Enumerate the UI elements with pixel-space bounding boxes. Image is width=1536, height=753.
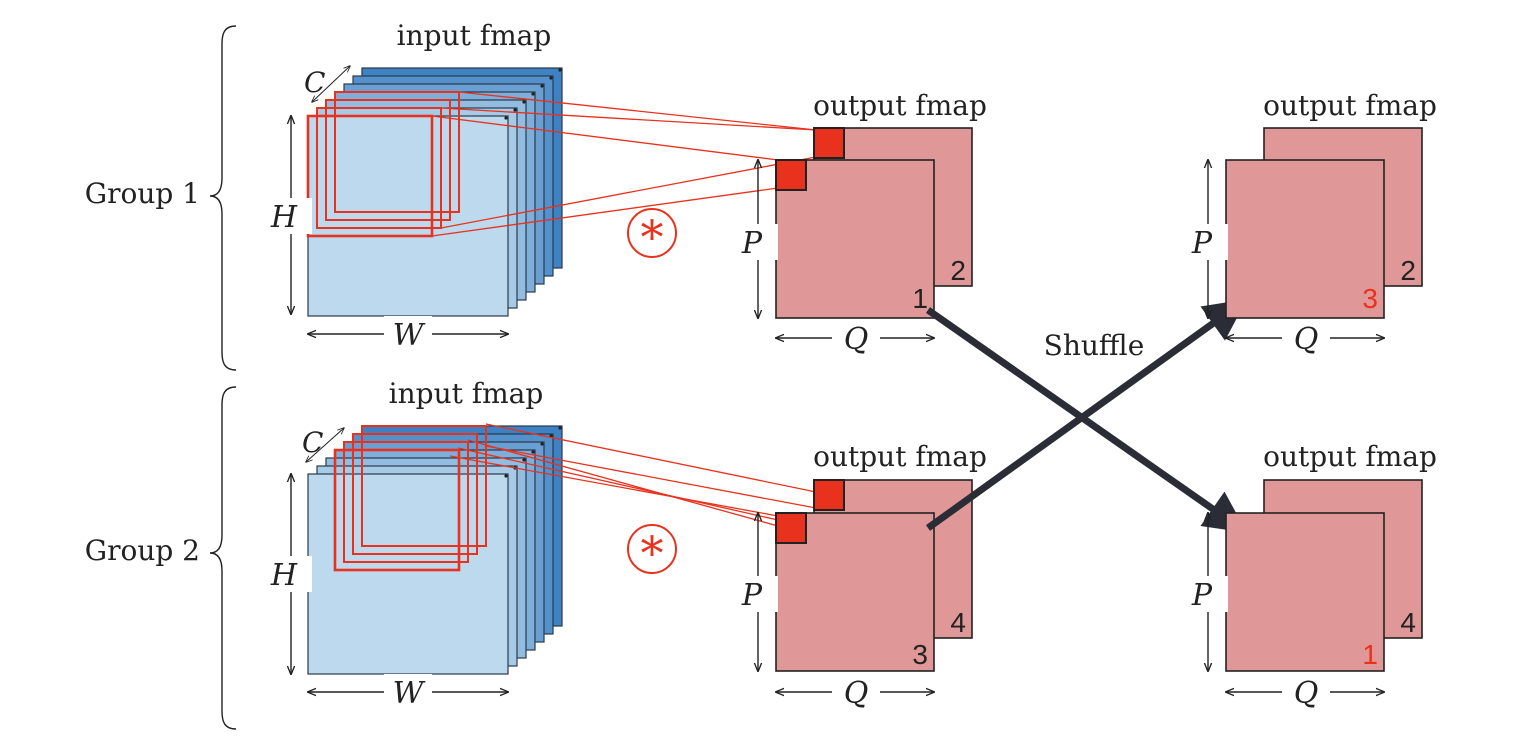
shuffled-output-bottom: output fmap 4 1 P Q <box>1188 440 1437 711</box>
shuffle-arrow-up <box>925 299 1247 531</box>
input-fmap-title: input fmap <box>397 19 552 52</box>
p-dimension-label: P <box>1191 578 1213 613</box>
layer-corner-dot <box>522 458 526 462</box>
output-pixel <box>813 127 845 159</box>
output-channel-4-label: 4 <box>1400 607 1416 638</box>
q-dimension-label: Q <box>1294 676 1319 711</box>
output-channel-1-label: 1 <box>912 283 928 314</box>
output-fmap-title: output fmap <box>1263 89 1437 122</box>
output-pixel <box>775 512 807 544</box>
output-channel-3-label: 3 <box>912 639 928 670</box>
p-dimension-label: P <box>741 226 763 261</box>
c-dimension-arrow <box>312 66 350 102</box>
c-dimension-arrow <box>306 428 344 462</box>
group-2-label: Group 2 <box>85 534 200 567</box>
output-channel-3 <box>1225 159 1385 319</box>
layer-corner-dot <box>558 426 562 430</box>
filter-window <box>325 99 451 221</box>
group-1-label: Group 1 <box>85 177 200 210</box>
layer-corner-dot <box>531 92 535 96</box>
filter-projection-lines <box>449 423 817 527</box>
output-channel-2-label: 2 <box>950 255 966 286</box>
filter-window <box>352 433 478 555</box>
filter-projection-lines <box>431 91 817 237</box>
shuffled-output-top: output fmap 2 3 P Q <box>1188 89 1437 357</box>
q-dimension-label: Q <box>844 322 869 357</box>
p-dimension-label: P <box>1191 226 1213 261</box>
input-fmap-stack <box>307 425 563 675</box>
input-channel-layer <box>307 473 509 675</box>
layer-corner-dot <box>540 84 544 88</box>
output-channel-1 <box>1225 512 1385 672</box>
output-channel-4-label: 4 <box>950 607 966 638</box>
output-fmap-title: output fmap <box>813 89 987 122</box>
convolution-symbol <box>627 524 677 574</box>
filter-window <box>334 91 460 213</box>
layer-corner-dot <box>540 442 544 446</box>
q-dimension-label: Q <box>1294 322 1319 357</box>
output-fmap-title: output fmap <box>1263 440 1437 473</box>
layer-corner-dot <box>513 108 517 112</box>
input-channel-layer <box>307 115 509 317</box>
filter-window <box>333 448 461 572</box>
shuffle-arrows <box>925 299 1247 533</box>
convolution-symbol <box>627 208 677 258</box>
w-dimension-label: W <box>393 318 426 353</box>
output-channel-1-label: 1 <box>1362 639 1378 670</box>
group-1: Group 1 input fmap C H W * output fmap 2 <box>85 19 987 371</box>
group-2: Group 2 input fmap C H W * output fmap 4… <box>85 377 987 730</box>
q-dimension-label: Q <box>844 676 869 711</box>
c-dimension-label: C <box>302 426 323 459</box>
h-dimension-label: H <box>270 200 298 235</box>
output-channel-2-label: 2 <box>1400 255 1416 286</box>
group-1-brace <box>209 25 237 371</box>
group-2-brace <box>209 386 237 730</box>
filter-window <box>361 425 487 547</box>
shuffle-label: Shuffle <box>1044 329 1145 362</box>
h-dimension-label: H <box>270 558 298 593</box>
filter-window <box>343 441 469 563</box>
layer-corner-dot <box>549 76 553 80</box>
p-dimension-label: P <box>741 578 763 613</box>
w-dimension-label: W <box>393 676 426 711</box>
input-fmap-title: input fmap <box>389 377 544 410</box>
convolution-symbol-label: * <box>641 526 664 580</box>
layer-corner-dot <box>522 100 526 104</box>
c-dimension-label: C <box>304 66 325 99</box>
layer-corner-dot <box>531 450 535 454</box>
layer-corner-dot <box>558 68 562 72</box>
output-channel-3-label: 3 <box>1362 283 1378 314</box>
layer-corner-dot <box>504 116 508 120</box>
input-fmap-stack <box>306 67 563 317</box>
output-pixel <box>813 479 845 511</box>
output-pixel <box>775 159 807 191</box>
layer-corner-dot <box>504 474 508 478</box>
convolution-symbol-label: * <box>641 210 664 264</box>
filter-window <box>306 114 434 238</box>
filter-window <box>316 107 442 229</box>
output-fmap-title: output fmap <box>813 440 987 473</box>
